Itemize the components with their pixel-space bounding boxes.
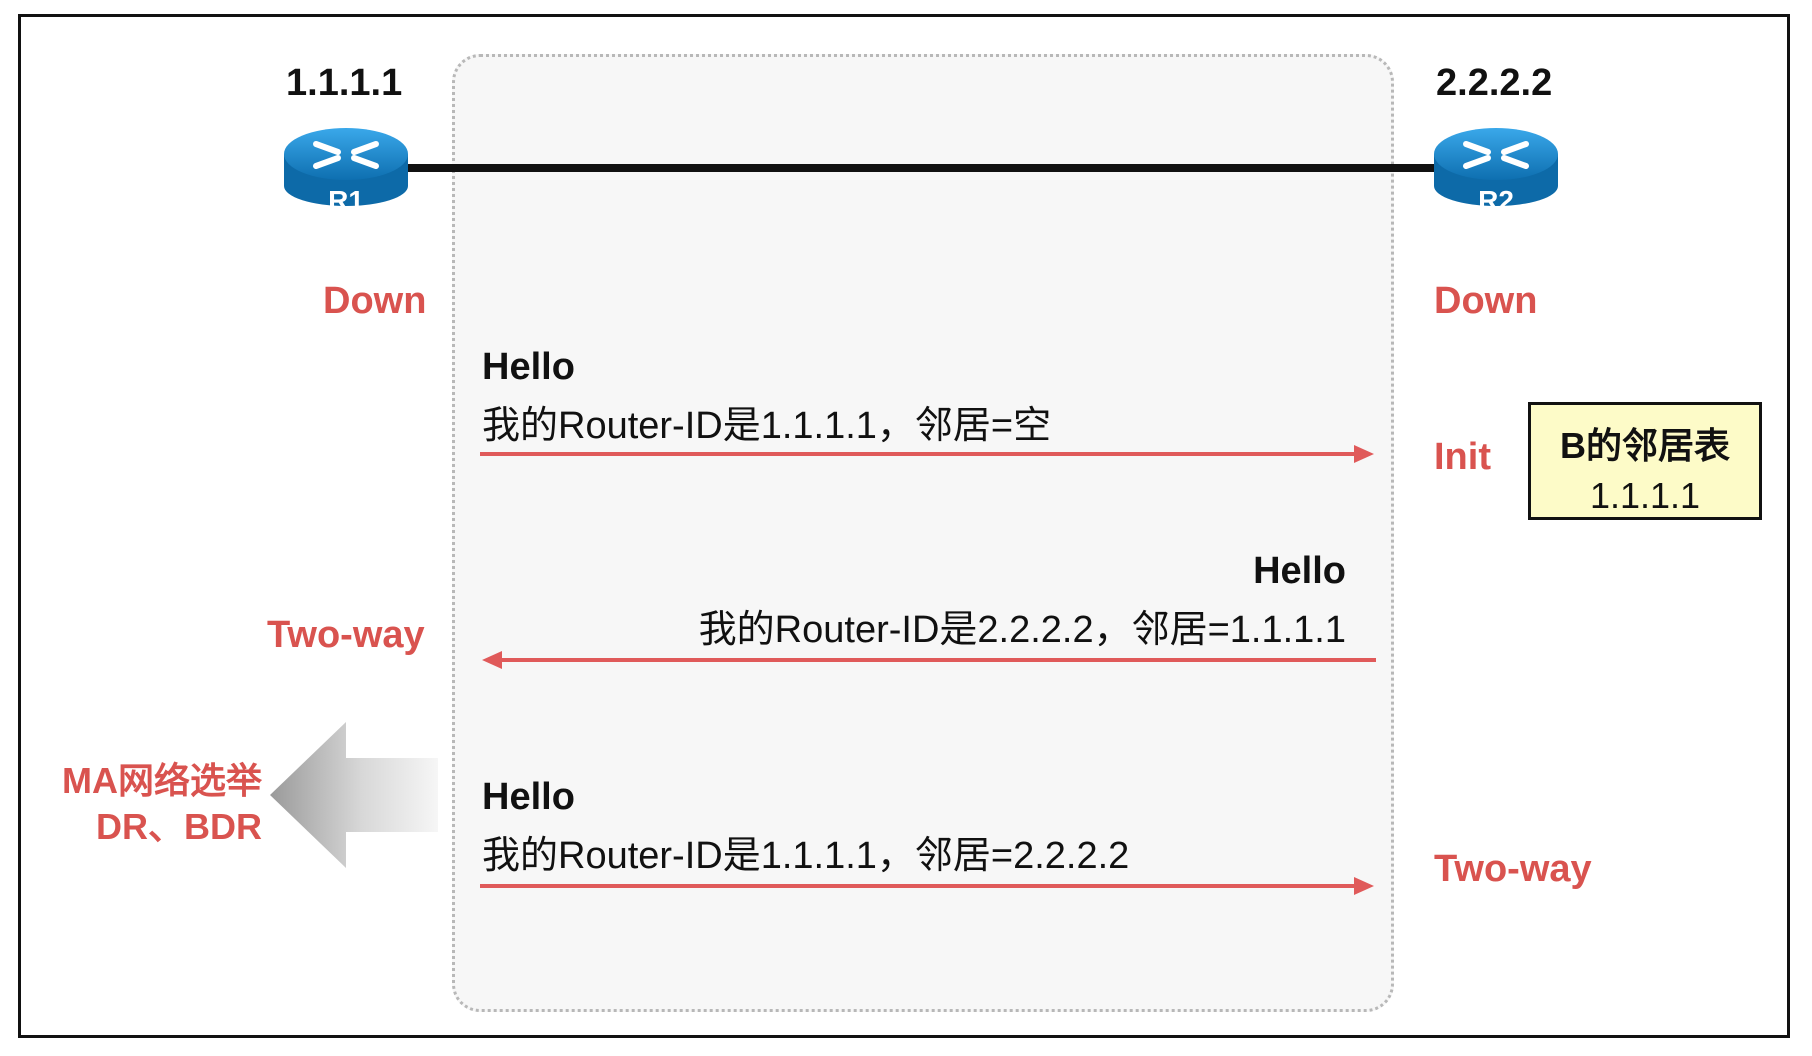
arrow-left-icon [270, 722, 438, 868]
msg1-title: Hello [482, 346, 575, 388]
msg2-body: 我的Router-ID是2.2.2.2，邻居=1.1.1.1 [698, 609, 1346, 651]
r2-state-two-way: Two-way [1434, 848, 1592, 890]
neighbor-table: B的邻居表 1.1.1.1 [1528, 402, 1762, 520]
r1-ip: 1.1.1.1 [286, 62, 403, 104]
r1-router-icon: R1 [280, 120, 412, 220]
msg2-arrow [482, 651, 1376, 669]
r1-state-down: Down [323, 280, 427, 322]
msg3-body: 我的Router-ID是1.1.1.1，邻居=2.2.2.2 [482, 835, 1130, 877]
neighbor-table-title: B的邻居表 [1560, 425, 1730, 466]
msg1-body: 我的Router-ID是1.1.1.1，邻居=空 [482, 405, 1052, 447]
r2-state-down: Down [1434, 280, 1538, 322]
election-line1: MA网络选举 [62, 760, 262, 801]
exchange-zone [452, 54, 1394, 1012]
election-line2: DR、BDR [96, 806, 262, 847]
msg3-arrow [480, 877, 1374, 895]
diagram-frame [18, 14, 1790, 1038]
msg1-arrow [480, 445, 1374, 463]
r2-state-init: Init [1434, 436, 1491, 478]
msg3-title: Hello [482, 776, 575, 818]
link-line [400, 164, 1436, 172]
r2-label: R2 [1478, 185, 1514, 216]
r1-state-two-way: Two-way [267, 614, 425, 656]
r1-label: R1 [328, 185, 364, 216]
msg2-title: Hello [1253, 550, 1346, 592]
neighbor-table-entry: 1.1.1.1 [1589, 475, 1701, 516]
r2-router-icon: R2 [1430, 120, 1562, 220]
r2-ip: 2.2.2.2 [1436, 62, 1553, 104]
